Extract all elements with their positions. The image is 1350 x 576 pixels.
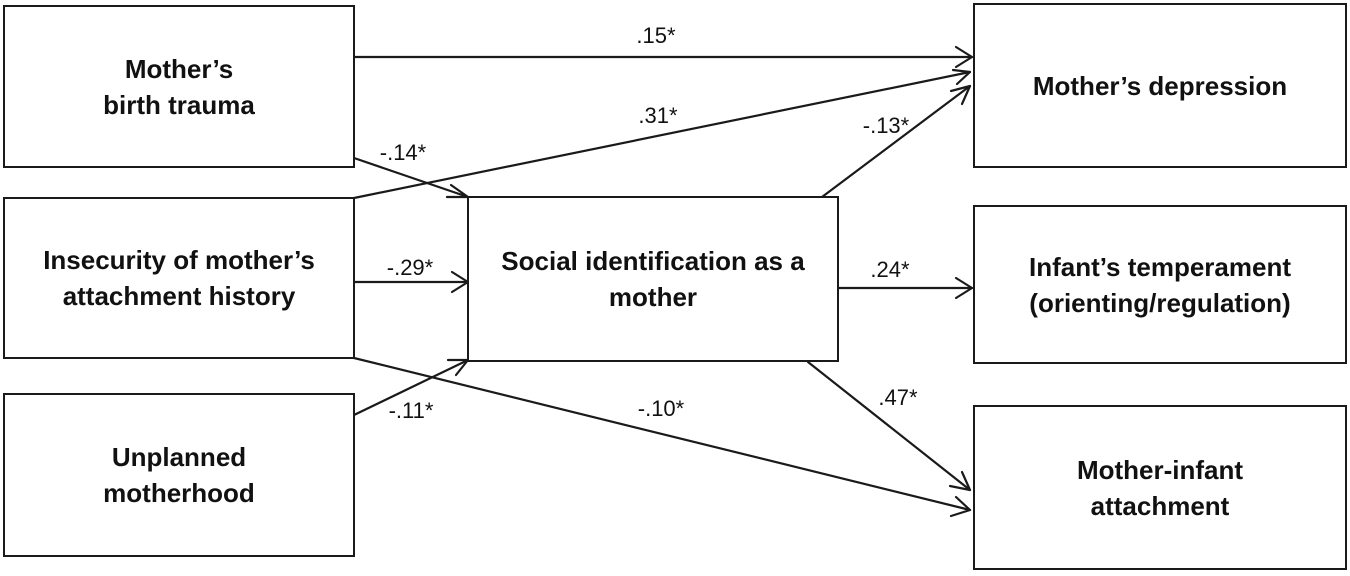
node-mother-infant-attachment: Mother-infant attachment [973, 405, 1347, 570]
arrowhead-social-id-to-depression [949, 84, 972, 106]
coef-social-id-to-mother-infant: .47* [878, 385, 918, 410]
coef-attachment-history-to-social-id: -.29* [386, 255, 434, 280]
node-birth-trauma-line-2: birth trauma [103, 89, 255, 120]
node-attachment-history-line-1: Insecurity of mother’s [43, 245, 315, 275]
arrowhead-attachment-history-to-depression [951, 68, 972, 86]
arrowhead-birth-trauma-to-depression [954, 45, 974, 69]
arrowhead-attachment-history-to-mother-infant [949, 495, 972, 518]
arrow-attachment-history-to-depression [352, 70, 972, 200]
node-social-identification: Social identification as a mother [467, 196, 839, 362]
coef-social-id-to-depression: -.13* [862, 113, 910, 138]
coef-birth-trauma-to-depression: .15* [636, 23, 676, 48]
arrowhead-social-id-to-temperament [954, 276, 974, 300]
arrow-attachment-history-to-mother-infant [352, 356, 972, 512]
coef-birth-trauma-to-social-id: -.14* [379, 140, 427, 165]
coef-social-id-to-temperament: .24* [870, 257, 910, 282]
node-mother-infant-line-1: Mother-infant [1076, 454, 1244, 485]
node-birth-trauma-line-1: Mother’s [124, 53, 234, 84]
arrow-unplanned-to-social-id [352, 358, 470, 417]
node-temperament-line-2: (orienting/regulation) [1029, 287, 1291, 318]
arrow-birth-trauma-to-social-id [352, 156, 470, 199]
node-unplanned-motherhood: Unplanned motherhood [3, 393, 355, 557]
node-infant-temperament: Infant’s temperament (orienting/regulati… [973, 205, 1347, 364]
node-social-identification-line-2: mother [608, 282, 698, 312]
node-attachment-history: Insecurity of mother’s attachment histor… [3, 197, 355, 359]
node-depression-line-1: Mother’s depression [1032, 70, 1288, 101]
node-social-identification-line-1: Social identification as a [501, 246, 805, 276]
node-temperament-line-1: Infant’s temperament [1029, 251, 1291, 282]
coef-unplanned-to-social-id: -.11* [388, 398, 434, 423]
node-unplanned-line-1: Unplanned [111, 442, 247, 472]
node-birth-trauma: Mother’s birth trauma [3, 5, 355, 168]
arrowhead-social-id-to-mother-infant [948, 470, 972, 492]
arrow-social-id-to-mother-infant [806, 360, 972, 492]
arrow-social-id-to-depression [820, 84, 972, 199]
node-attachment-history-line-2: attachment history [62, 281, 296, 311]
node-mother-infant-line-2: attachment [1090, 490, 1230, 521]
coef-attachment-history-to-depression: .31* [638, 103, 678, 128]
coef-attachment-history-to-mother-infant: -.10* [637, 396, 685, 421]
node-unplanned-line-2: motherhood [103, 478, 255, 508]
node-mothers-depression: Mother’s depression [973, 3, 1347, 168]
